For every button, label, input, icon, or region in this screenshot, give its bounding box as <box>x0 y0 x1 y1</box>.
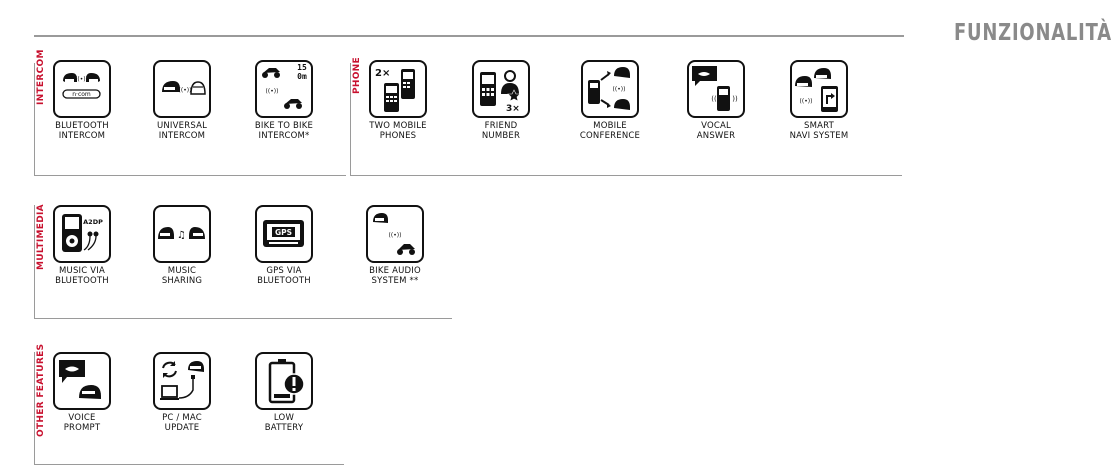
feature-caption: LOW BATTERY <box>264 413 304 433</box>
svg-text:((•)): ((•)) <box>800 98 813 105</box>
header-rule <box>34 35 904 37</box>
feature-caption: BIKE AUDIO SYSTEM ** <box>369 266 421 286</box>
feature-caption: TWO MOBILE PHONES <box>369 121 427 141</box>
svg-text:)): )) <box>732 95 738 103</box>
page-title: FUNZIONALITÀ <box>954 20 1112 46</box>
bike-audio-system-icon: ((•)) <box>366 205 424 263</box>
svg-text:2×: 2× <box>375 68 390 79</box>
feature-caption: MUSIC SHARING <box>161 266 203 286</box>
feature-caption: VOCAL ANSWER <box>696 121 736 141</box>
universal-intercom-icon: ((•)) <box>153 60 211 118</box>
svg-text:3×: 3× <box>506 104 520 114</box>
gps-via-bluetooth-icon: GPS <box>255 205 313 263</box>
feature-caption: BIKE TO BIKE INTERCOM* <box>254 121 314 141</box>
feature-caption: PC / MAC UPDATE <box>162 413 202 433</box>
svg-text:((•)): ((•)) <box>266 88 279 95</box>
music-sharing-icon: ♫ <box>153 205 211 263</box>
bike-to-bike-intercom-icon: ((•)) 150m <box>255 60 313 118</box>
section-label-intercom: INTERCOM <box>36 49 46 105</box>
feature-caption: SMART NAVI SYSTEM <box>789 121 849 141</box>
svg-text:((: (( <box>711 95 717 103</box>
feature-caption: MUSIC VIA BLUETOOTH <box>55 266 109 286</box>
feature-caption: MOBILE CONFERENCE <box>579 121 641 141</box>
low-battery-icon <box>255 352 313 410</box>
svg-text:GPS: GPS <box>275 228 292 237</box>
feature-caption: GPS VIA BLUETOOTH <box>257 266 311 286</box>
svg-text:((•)): ((•)) <box>613 86 626 93</box>
pc-mac-update-icon <box>153 352 211 410</box>
svg-text:((•)): ((•)) <box>75 76 88 83</box>
section-bracket <box>34 318 452 319</box>
feature-caption: BLUETOOTH INTERCOM <box>55 121 109 141</box>
section-bracket <box>34 352 35 464</box>
feature-caption: VOICE PROMPT <box>63 413 101 433</box>
vocal-answer-icon: (( )) <box>687 60 745 118</box>
two-mobile-phones-icon: 2× <box>369 60 427 118</box>
section-bracket <box>34 175 346 176</box>
svg-text:♫: ♫ <box>177 230 186 241</box>
bluetooth-intercom-icon: ((•)) n·com <box>53 60 111 118</box>
svg-text:((•)): ((•)) <box>179 87 192 94</box>
svg-text:A2DP: A2DP <box>83 218 103 226</box>
section-bracket <box>34 205 35 318</box>
feature-caption: UNIVERSAL INTERCOM <box>156 121 208 141</box>
section-bracket <box>350 63 351 175</box>
range-label: 150m <box>297 63 307 81</box>
mobile-conference-icon: ((•)) <box>581 60 639 118</box>
section-label-multimedia: MULTIMEDIA <box>36 204 46 270</box>
friend-number-icon: 3× <box>472 60 530 118</box>
section-bracket <box>350 175 902 176</box>
voice-prompt-icon <box>53 352 111 410</box>
music-via-bluetooth-icon: A2DP <box>53 205 111 263</box>
section-label-phone: PHONE <box>352 57 362 94</box>
svg-text:((•)): ((•)) <box>389 232 402 239</box>
smart-navi-system-icon: ((•)) <box>790 60 848 118</box>
feature-caption: FRIEND NUMBER <box>481 121 521 141</box>
section-bracket <box>34 63 35 175</box>
section-bracket <box>34 464 344 465</box>
svg-text:n·com: n·com <box>72 91 91 98</box>
